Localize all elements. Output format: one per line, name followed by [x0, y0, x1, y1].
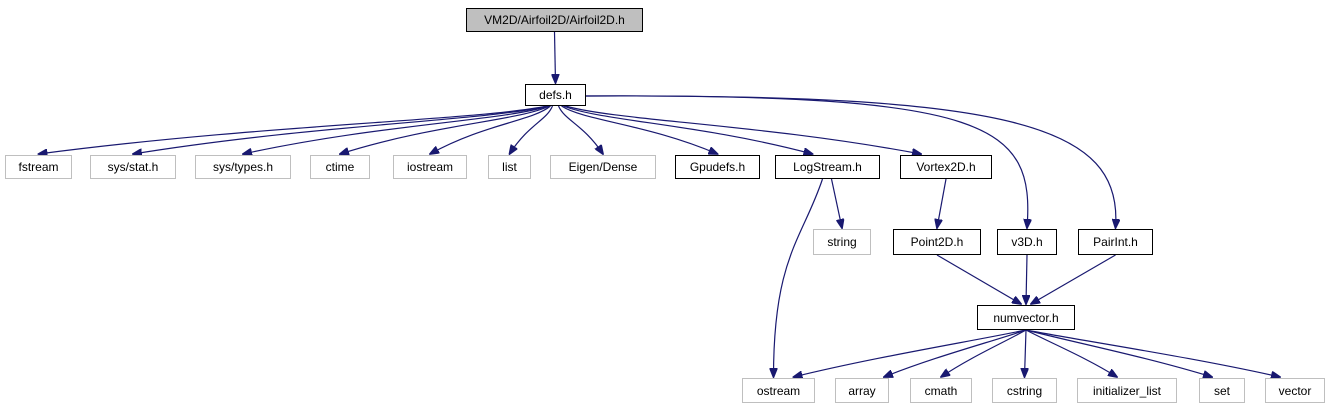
node-array: array	[835, 378, 889, 403]
node-fstream: fstream	[5, 155, 72, 179]
node-numvector-h[interactable]: numvector.h	[977, 305, 1075, 330]
edge-numvector-to-array	[884, 329, 1027, 377]
edge-defs-to-sys-stat	[133, 105, 548, 154]
node-sys-types-h: sys/types.h	[195, 155, 291, 179]
edge-numvector-to-cstring	[1025, 329, 1027, 377]
node-iostream: iostream	[393, 155, 467, 179]
node-ctime: ctime	[310, 155, 370, 179]
edge-defs-to-fstream	[39, 105, 548, 154]
edge-numvector-to-set	[1025, 329, 1212, 377]
edge-logstream-to-string	[830, 178, 843, 228]
node-string: string	[813, 229, 871, 255]
edge-root-to-defs	[555, 31, 556, 83]
edge-defs-to-eigen-dense	[557, 105, 604, 154]
edge-defs-to-iostream	[430, 105, 551, 154]
edge-numvector-to-cmath	[941, 329, 1027, 377]
node-eigen-dense: Eigen/Dense	[550, 155, 656, 179]
node-vortex2d-h[interactable]: Vortex2D.h	[900, 155, 992, 179]
node-set: set	[1199, 378, 1245, 403]
edge-numvector-to-vector	[1025, 329, 1280, 377]
node-cmath: cmath	[910, 378, 972, 403]
node-cstring: cstring	[992, 378, 1057, 403]
edge-defs-to-gpudefs	[561, 105, 718, 154]
node-logstream-h[interactable]: LogStream.h	[775, 155, 880, 179]
node-defs-h[interactable]: defs.h	[525, 84, 586, 106]
node-point2d-h[interactable]: Point2D.h	[893, 229, 981, 255]
edge-vortex2d-to-point2d	[937, 178, 947, 228]
edge-defs-to-logstream	[563, 105, 813, 154]
edge-numvector-to-ostream	[794, 329, 1027, 377]
edge-v3d-to-numvector	[1026, 254, 1027, 304]
node-list: list	[488, 155, 531, 179]
node-vector: vector	[1265, 378, 1325, 403]
edge-defs-to-pairint	[585, 95, 1116, 228]
edge-numvector-to-initializer-list	[1025, 329, 1117, 377]
edge-defs-to-list	[510, 105, 554, 154]
edge-point2d-to-numvector	[936, 254, 1021, 304]
node-initializer-list: initializer_list	[1077, 378, 1177, 403]
edge-defs-to-sys-types	[243, 105, 549, 154]
edge-pairint-to-numvector	[1031, 254, 1116, 304]
edge-defs-to-ctime	[340, 105, 550, 154]
node-sys-stat-h: sys/stat.h	[90, 155, 176, 179]
node-pairint-h[interactable]: PairInt.h	[1078, 229, 1153, 255]
edge-defs-to-vortex2d	[565, 105, 922, 154]
node-gpudefs-h[interactable]: Gpudefs.h	[675, 155, 760, 179]
node-airfoil2d-h: VM2D/Airfoil2D/Airfoil2D.h	[466, 8, 643, 32]
node-ostream: ostream	[742, 378, 815, 403]
node-v3d-h[interactable]: v3D.h	[997, 229, 1057, 255]
edge-logstream-to-ostream	[774, 178, 824, 377]
